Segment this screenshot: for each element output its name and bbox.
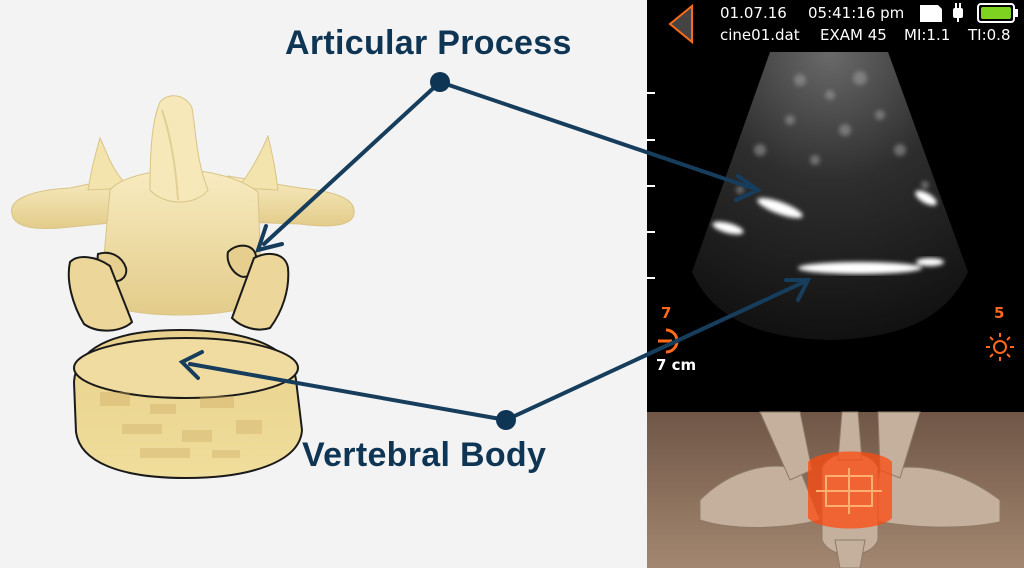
back-arrow-icon[interactable] [668, 3, 693, 45]
arrow-body-to-vertebra [188, 362, 508, 422]
status-time: 05:41:16 pm [808, 4, 905, 22]
battery-icon [977, 3, 1018, 23]
label-articular-process: Articular Process [285, 24, 572, 62]
arrow-articular-to-vertebra [262, 80, 442, 246]
brightness-setting-value: 5 [994, 304, 1005, 322]
ultrasound-screen [647, 0, 1024, 412]
pointer-arrows [178, 80, 812, 422]
status-ti: TI:0.8 [968, 26, 1011, 44]
label-vertebral-body: Vertebral Body [302, 436, 547, 474]
arrow-body-to-ultrasound [504, 280, 806, 422]
articular-connector-dot [430, 72, 450, 92]
target-reticle-icon [816, 468, 882, 514]
sun-icon[interactable] [986, 333, 1014, 361]
spine-3d-view [647, 411, 1024, 568]
depth-readout: 7 cm [656, 356, 697, 374]
status-exam: EXAM 45 [820, 26, 887, 44]
plug-icon [953, 3, 963, 22]
body-connector-dot [496, 410, 516, 430]
depth-scale [647, 92, 655, 279]
status-date: 01.07.16 [720, 4, 787, 22]
depth-setting-value: 7 [661, 304, 672, 322]
sd-card-icon [920, 5, 942, 22]
status-file: cine01.dat [720, 26, 800, 44]
vertebra-illustration [11, 95, 355, 480]
arrow-articular-to-ultrasound [438, 80, 754, 190]
status-mi: MI:1.1 [904, 26, 951, 44]
